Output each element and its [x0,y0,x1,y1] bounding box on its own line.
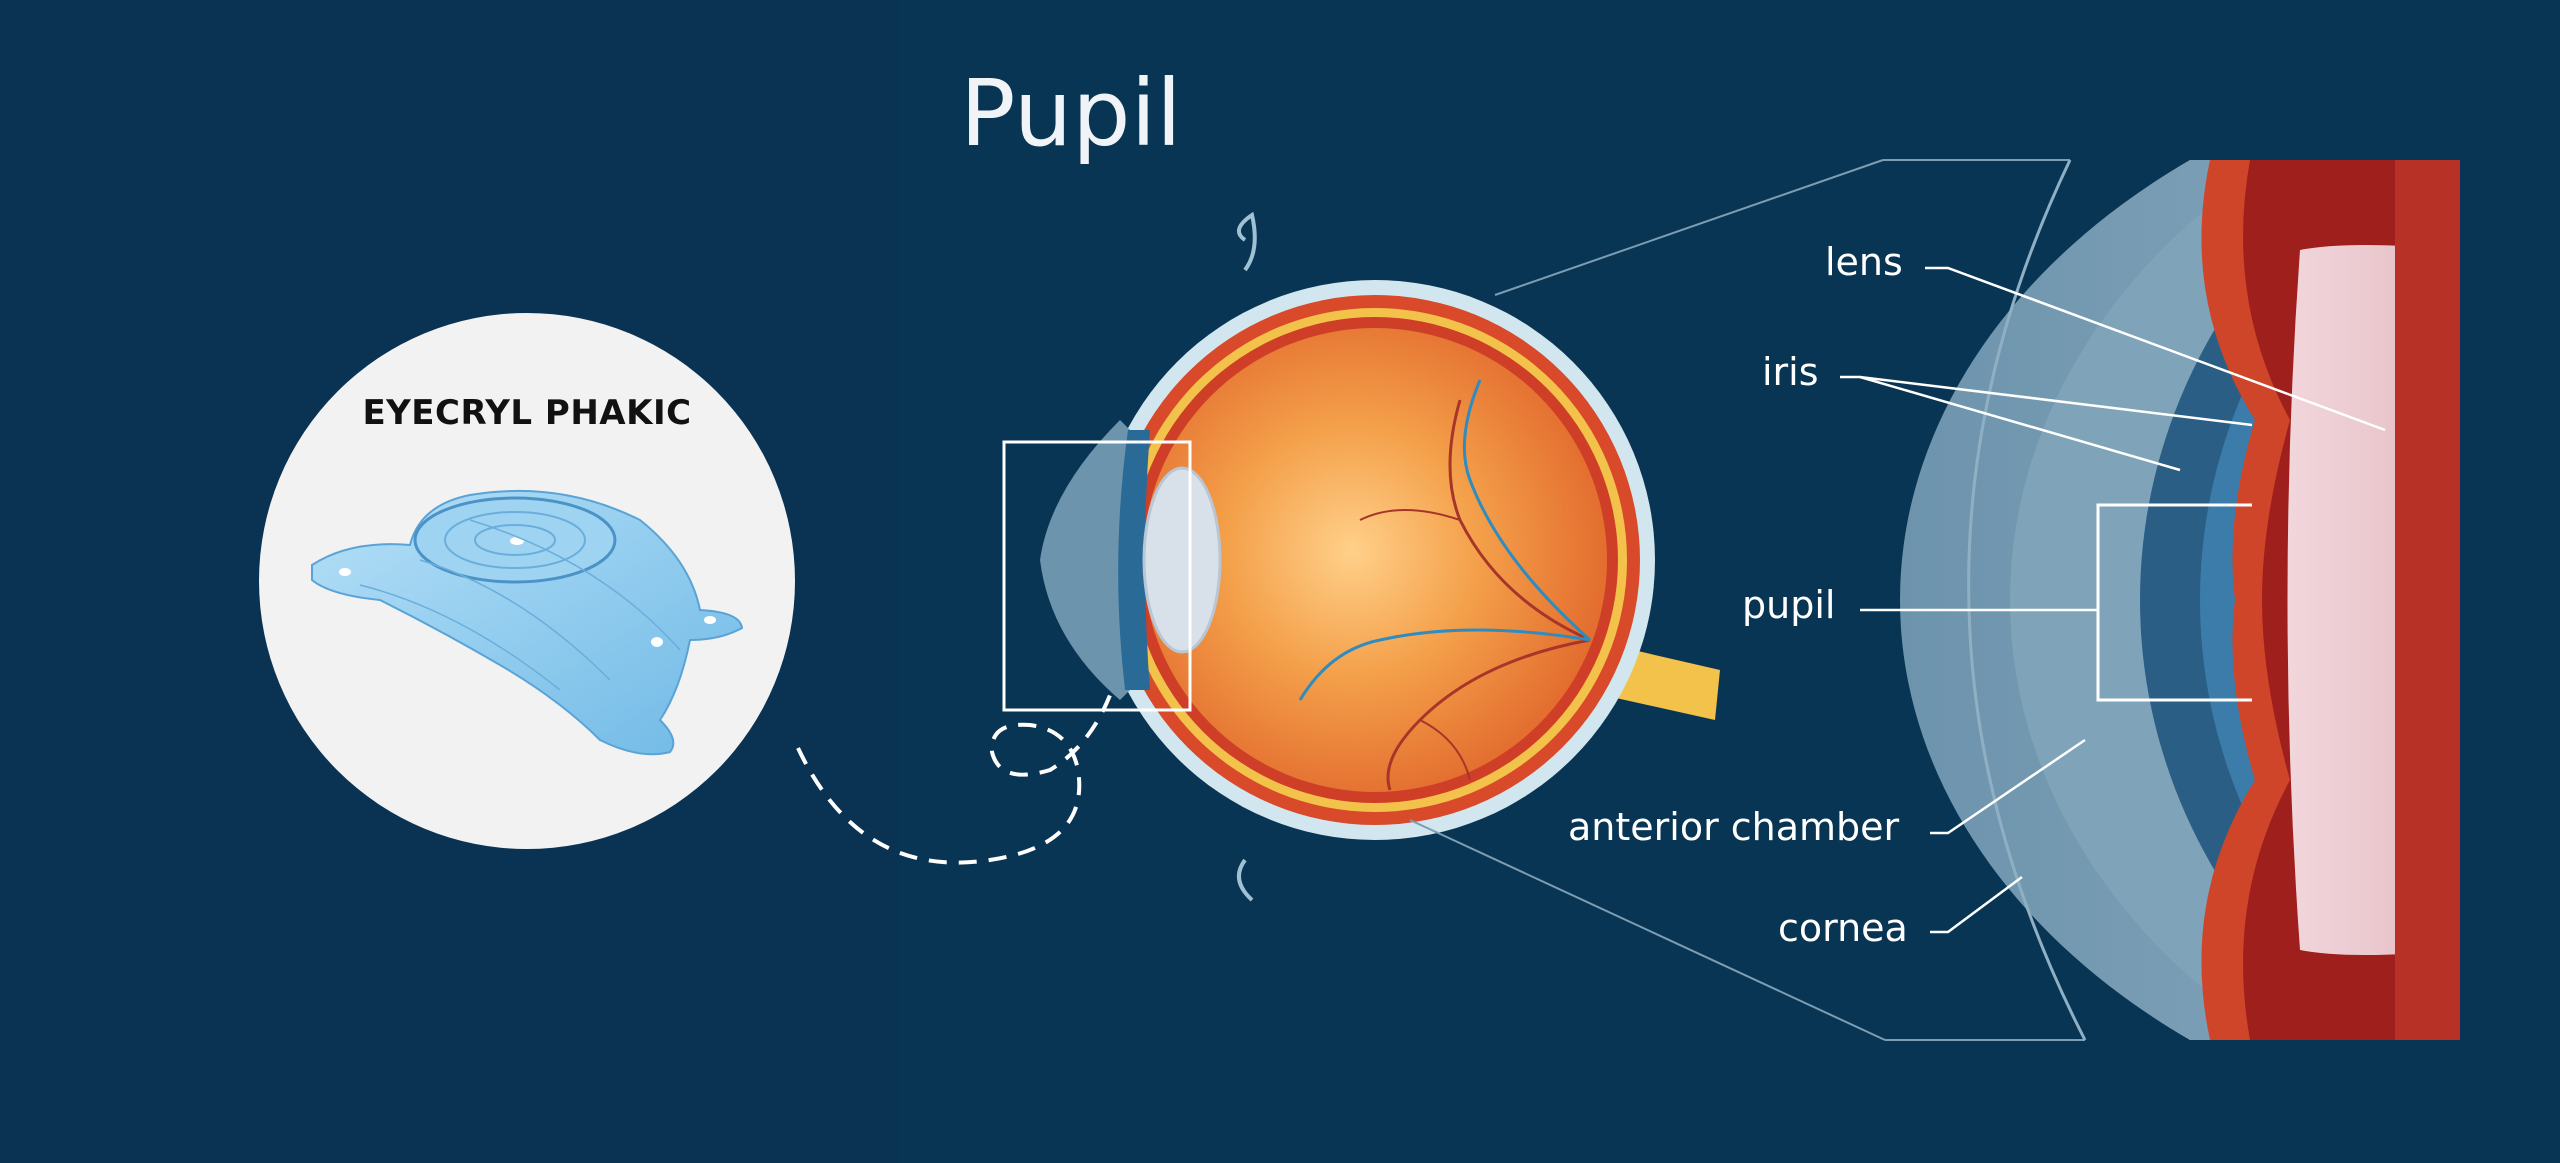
label-cornea: cornea [1778,906,1908,950]
label-anterior-chamber: anterior chamber [1568,805,1900,849]
label-lens: lens [1825,240,1903,284]
label-pupil: pupil [1742,583,1836,627]
implant-lens-name: EYECRYL PHAKIC [362,393,692,433]
insertion-arrow [796,650,1133,865]
cornea-edge [1967,159,2087,1041]
pupil-bracket [2096,503,2252,702]
diagram-title: Pupil [960,60,1182,167]
phakic-lens-illustration [311,489,744,756]
zoom-selection-box [1002,440,1192,712]
eyeball [1040,211,1655,902]
label-iris: iris [1762,350,1819,394]
zoomed-cross-section [1900,160,2460,1040]
projection-line-top [1494,159,1884,296]
leader-lines [1840,266,2386,934]
projection-line-bottom [1409,819,1886,1041]
